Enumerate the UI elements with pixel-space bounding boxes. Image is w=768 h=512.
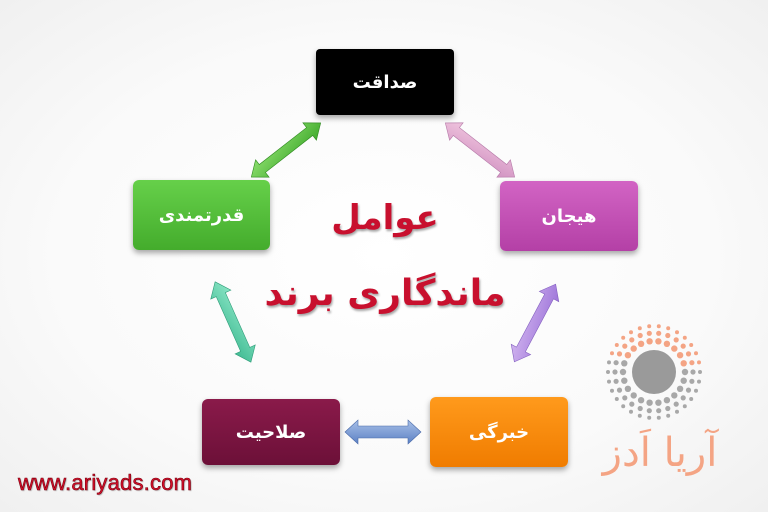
box-khebregi: خبرگی	[430, 397, 568, 467]
box-hayajan: هیجان	[500, 181, 638, 251]
brand-name: آریا اَدز	[602, 430, 718, 476]
box-hayajan-label: هیجان	[541, 205, 597, 227]
arrow-hayajan-khebregi	[510, 283, 560, 363]
box-salahiat: صلاحیت	[202, 399, 340, 465]
box-qodratmandi-label: قدرتمندی	[158, 204, 245, 226]
center-title-line2: ماندگاری برند	[264, 273, 506, 314]
arrow-khebregi-salahiat	[344, 419, 422, 445]
center-title-line1: عوامل	[331, 198, 439, 238]
sun-logo-icon	[606, 324, 702, 420]
website-url: www.ariyads.com	[18, 470, 193, 496]
arrow-sadaqat-hayajan	[444, 122, 516, 178]
box-khebregi-label: خبرگی	[468, 421, 530, 443]
box-salahiat-label: صلاحیت	[235, 421, 307, 443]
arrow-sadaqat-qodrat	[250, 122, 322, 178]
box-qodratmandi: قدرتمندی	[133, 180, 270, 250]
arrow-salahiat-qodrat	[210, 281, 256, 363]
box-sadaqat-label: صداقت	[352, 71, 418, 93]
box-sadaqat: صداقت	[316, 49, 454, 115]
